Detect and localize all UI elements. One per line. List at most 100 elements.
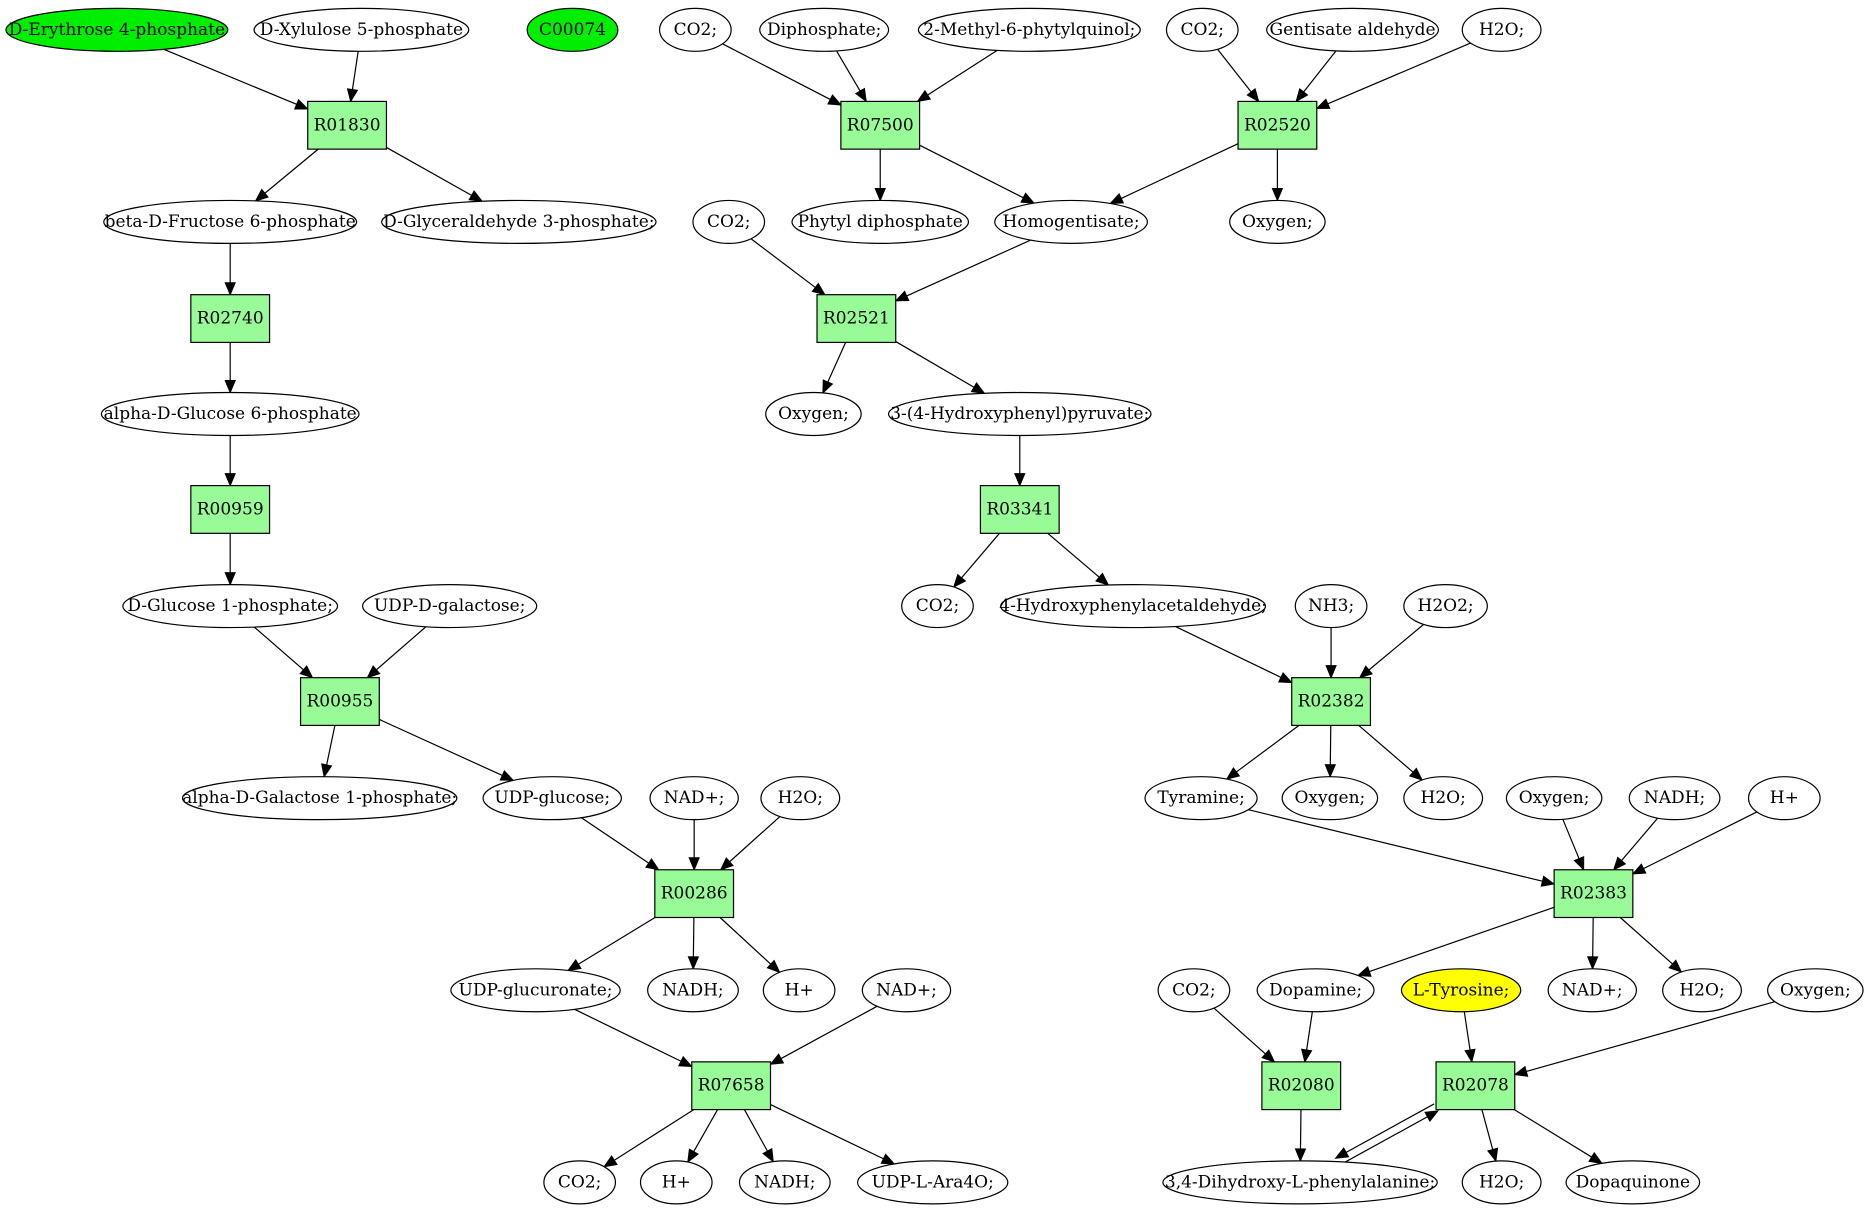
reaction-label: R00955 <box>306 692 373 712</box>
compound-ellipse <box>1294 584 1368 629</box>
compound-node[interactable]: alpha-D-Galactose 1-phosphate; <box>181 776 458 821</box>
reaction-node[interactable]: R07500 <box>840 100 921 150</box>
edge-line <box>722 43 831 100</box>
compound-node[interactable]: Oxygen; <box>1767 968 1864 1013</box>
arrowhead <box>1586 956 1599 971</box>
compound-node[interactable]: Diphosphate; <box>759 7 890 52</box>
compound-node[interactable]: NAD+; <box>649 776 739 821</box>
arrowhead <box>566 959 582 972</box>
compound-node[interactable]: H+ <box>1747 776 1821 821</box>
compound-node[interactable]: UDP-L-Ara4O; <box>856 1160 1009 1205</box>
compound-node[interactable]: NADH; <box>647 968 739 1013</box>
compound-node[interactable]: H2O2; <box>1403 584 1488 629</box>
reaction-node[interactable]: R01830 <box>307 100 388 150</box>
compound-node[interactable]: Oxygen; <box>1281 776 1379 821</box>
compound-node[interactable]: D-Glyceraldehyde 3-phosphate; <box>381 199 657 244</box>
compound-node[interactable]: NADH; <box>1628 776 1721 821</box>
compound-label: CO2; <box>558 1172 602 1192</box>
reaction-box <box>840 100 921 150</box>
compound-label: NADH; <box>754 1172 815 1192</box>
reaction-node[interactable]: R02521 <box>816 294 897 344</box>
compound-node[interactable]: H2O; <box>1461 1160 1542 1205</box>
compound-node[interactable]: 3-(4-Hydroxyphenyl)pyruvate; <box>887 391 1152 437</box>
compound-node[interactable]: Oxygen; <box>765 391 862 437</box>
compound-node[interactable]: NAD+; <box>861 968 952 1013</box>
reaction-node[interactable]: R02078 <box>1435 1061 1516 1111</box>
compound-node[interactable]: Tyramine; <box>1144 776 1258 821</box>
compound-node[interactable]: CO2; <box>543 1160 617 1205</box>
compound-node[interactable]: D-Erythrose 4-phosphate <box>5 7 229 52</box>
compound-ellipse <box>1162 1160 1438 1205</box>
reaction-box <box>816 294 897 344</box>
compound-node[interactable]: CO2; <box>658 7 732 52</box>
compound-node[interactable]: NH3; <box>1294 584 1368 629</box>
compound-node[interactable]: H+ <box>639 1160 713 1205</box>
compound-ellipse <box>543 1160 617 1205</box>
compound-node[interactable]: Oxygen; <box>1229 199 1326 244</box>
compound-node[interactable]: H2O; <box>1461 7 1542 52</box>
compound-node[interactable]: Dopaquinone <box>1565 1160 1701 1205</box>
compound-label: Dopamine; <box>1269 980 1362 1000</box>
compound-node[interactable]: Phytyl diphosphate <box>791 199 970 244</box>
edge-line <box>750 238 816 288</box>
compound-node[interactable]: beta-D-Fructose 6-phosphate <box>103 199 358 244</box>
compound-node[interactable]: CO2; <box>1165 7 1239 52</box>
compound-node[interactable]: L-Tyrosine; <box>1400 968 1522 1013</box>
edge-line <box>1303 50 1337 93</box>
compound-node[interactable]: UDP-glucuronate; <box>450 968 621 1013</box>
edge-line <box>719 917 772 965</box>
compound-node[interactable]: H+ <box>762 968 836 1013</box>
reaction-box <box>1435 1061 1516 1111</box>
reaction-node[interactable]: R00959 <box>190 484 271 534</box>
reaction-node[interactable]: R02080 <box>1261 1061 1342 1111</box>
compound-node[interactable]: CO2; <box>901 584 974 629</box>
compound-node[interactable]: NADH; <box>738 1160 831 1205</box>
reaction-node[interactable]: R02383 <box>1553 869 1634 919</box>
compound-node[interactable]: CO2; <box>692 199 766 244</box>
reaction-node[interactable]: R03341 <box>979 484 1060 534</box>
reaction-node[interactable]: R00286 <box>654 869 735 919</box>
compound-ellipse <box>856 1160 1009 1205</box>
compound-label: Oxygen; <box>1780 980 1851 1000</box>
compound-node[interactable]: CO2; <box>1157 968 1231 1013</box>
reaction-label: R02078 <box>1442 1076 1509 1096</box>
compound-node[interactable]: NAD+; <box>1547 968 1638 1013</box>
compound-node[interactable]: Gentisate aldehyde <box>1266 7 1440 52</box>
compound-node[interactable]: Oxygen; <box>1505 776 1603 821</box>
compound-node[interactable]: C00074 <box>526 7 619 52</box>
edge-line <box>376 626 427 671</box>
reaction-box <box>1261 1061 1342 1111</box>
compound-node[interactable]: UDP-glucose; <box>482 776 623 821</box>
compound-node[interactable]: H2O; <box>760 776 841 821</box>
compound-node[interactable]: alpha-D-Glucose 6-phosphate <box>100 391 360 437</box>
compound-node[interactable]: D-Xylulose 5-phosphate <box>253 7 470 52</box>
compound-label: H+ <box>785 980 814 1000</box>
edge-line <box>578 916 656 965</box>
compound-node[interactable]: 2-Methyl-6-phytylquinol; <box>917 7 1141 52</box>
reaction-node[interactable]: R07658 <box>691 1061 772 1111</box>
reaction-box <box>190 294 271 344</box>
compound-node[interactable]: H2O; <box>1403 776 1484 821</box>
compound-node[interactable]: H2O; <box>1662 968 1742 1013</box>
compound-ellipse <box>658 7 732 52</box>
arrowhead <box>827 94 843 106</box>
compound-node[interactable]: 3,4-Dihydroxy-L-phenylalanine; <box>1162 1160 1438 1205</box>
compound-node[interactable]: UDP-D-galactose; <box>361 584 538 629</box>
reaction-node[interactable]: R02382 <box>1291 677 1372 727</box>
reaction-node[interactable]: R02520 <box>1237 100 1318 150</box>
compound-node[interactable]: D-Glucose 1-phosphate; <box>122 584 339 629</box>
compound-node[interactable]: 4-Hydroxyphenylacetaldehyde; <box>999 584 1267 629</box>
edge-line <box>1248 809 1543 882</box>
arrowhead <box>293 98 309 110</box>
arrowhead <box>1325 665 1337 679</box>
reaction-node[interactable]: R00955 <box>299 677 380 727</box>
compound-node[interactable]: Homogentisate; <box>994 199 1149 244</box>
edge-line <box>253 626 304 671</box>
edge-line <box>1481 1109 1494 1150</box>
compound-node[interactable]: Dopamine; <box>1256 968 1375 1013</box>
arrowhead <box>224 282 236 297</box>
arrowhead <box>719 857 734 871</box>
reaction-box <box>979 484 1060 534</box>
compound-label: H+ <box>662 1172 691 1192</box>
reaction-node[interactable]: R02740 <box>190 294 271 344</box>
